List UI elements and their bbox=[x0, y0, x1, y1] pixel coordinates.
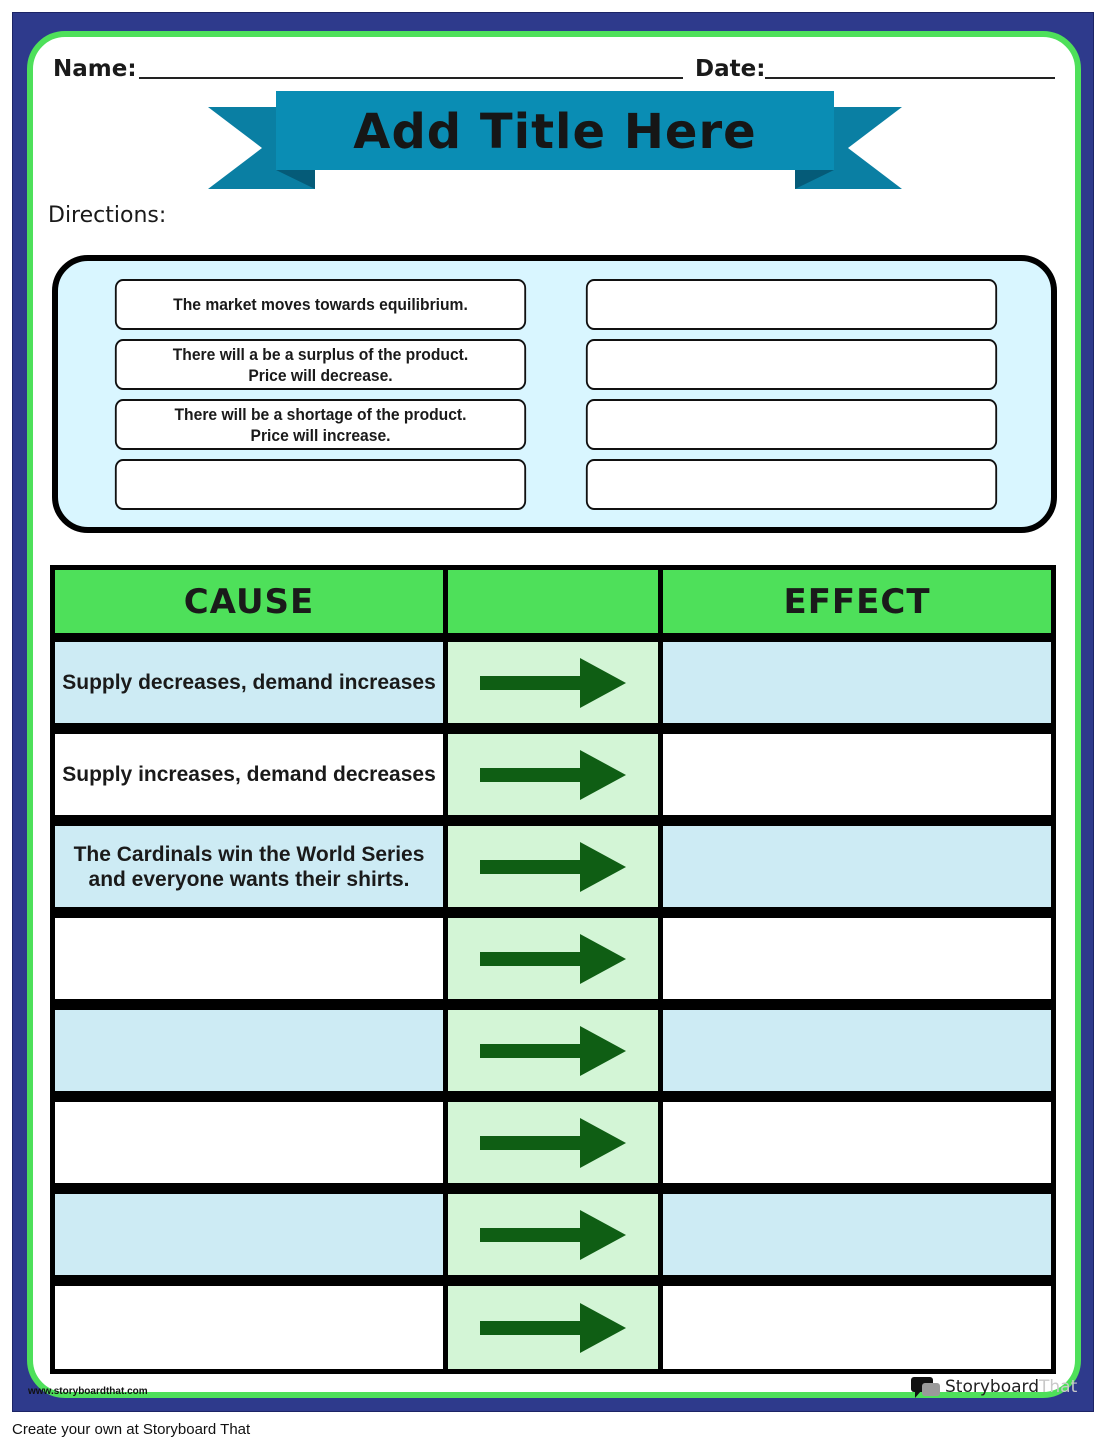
effect-cell[interactable] bbox=[663, 1286, 1051, 1369]
effect-cell[interactable] bbox=[663, 826, 1051, 907]
effect-header: EFFECT bbox=[663, 570, 1051, 633]
word-bank-card[interactable] bbox=[585, 399, 998, 450]
cause-effect-table: CAUSE EFFECT Supply decreases, demand in… bbox=[50, 565, 1056, 1374]
right-arrow-icon bbox=[480, 1117, 626, 1168]
cause-cell[interactable]: Supply increases, demand decreases bbox=[55, 734, 443, 815]
cause-cell[interactable] bbox=[55, 1102, 443, 1183]
cause-cell[interactable] bbox=[55, 1286, 443, 1369]
right-arrow-icon bbox=[480, 841, 626, 892]
effect-cell[interactable] bbox=[663, 918, 1051, 999]
cause-cell[interactable] bbox=[55, 1010, 443, 1091]
right-arrow-icon bbox=[480, 1302, 626, 1353]
word-bank-card[interactable] bbox=[114, 459, 527, 510]
brand-name: Storyboard bbox=[945, 1377, 1039, 1397]
title-banner bbox=[208, 91, 902, 189]
cause-cell[interactable]: The Cardinals win the World Series and e… bbox=[55, 826, 443, 907]
footer-credit[interactable]: Create your own at Storyboard That bbox=[12, 1421, 251, 1438]
date-field[interactable] bbox=[765, 77, 1055, 79]
effect-cell[interactable] bbox=[663, 1194, 1051, 1275]
arrow-cell bbox=[448, 1286, 658, 1369]
right-arrow-icon bbox=[480, 749, 626, 800]
arrow-header bbox=[448, 570, 658, 633]
name-field[interactable] bbox=[139, 77, 683, 79]
word-bank-card[interactable]: The market moves towards equilibrium. bbox=[114, 279, 527, 330]
word-bank-card[interactable]: There will a be a surplus of the product… bbox=[114, 339, 527, 390]
word-bank-card[interactable]: There will be a shortage of the product.… bbox=[114, 399, 527, 450]
effect-cell[interactable] bbox=[663, 1010, 1051, 1091]
directions-label: Directions: bbox=[48, 203, 167, 228]
word-bank-card[interactable] bbox=[585, 339, 998, 390]
arrow-cell bbox=[448, 1194, 658, 1275]
word-bank-card[interactable] bbox=[585, 279, 998, 330]
watermark-url: www.storyboardthat.com bbox=[28, 1386, 148, 1397]
name-label: Name: bbox=[53, 56, 137, 82]
date-label: Date: bbox=[695, 56, 766, 82]
cause-header: CAUSE bbox=[55, 570, 443, 633]
cause-cell[interactable] bbox=[55, 918, 443, 999]
arrow-cell bbox=[448, 734, 658, 815]
cause-cell[interactable] bbox=[55, 1194, 443, 1275]
brand-name-faded: That bbox=[1039, 1377, 1078, 1397]
arrow-cell bbox=[448, 1010, 658, 1091]
worksheet-title[interactable]: Add Title Here bbox=[353, 104, 757, 160]
effect-cell[interactable] bbox=[663, 642, 1051, 723]
arrow-cell bbox=[448, 1102, 658, 1183]
right-arrow-icon bbox=[480, 933, 626, 984]
arrow-cell bbox=[448, 642, 658, 723]
word-bank-card[interactable] bbox=[585, 459, 998, 510]
effect-cell[interactable] bbox=[663, 1102, 1051, 1183]
right-arrow-icon bbox=[480, 1025, 626, 1076]
right-arrow-icon bbox=[480, 657, 626, 708]
arrow-cell bbox=[448, 826, 658, 907]
arrow-cell bbox=[448, 918, 658, 999]
speech-bubble-icon bbox=[911, 1377, 940, 1398]
cause-cell[interactable]: Supply decreases, demand increases bbox=[55, 642, 443, 723]
effect-cell[interactable] bbox=[663, 734, 1051, 815]
right-arrow-icon bbox=[480, 1209, 626, 1260]
